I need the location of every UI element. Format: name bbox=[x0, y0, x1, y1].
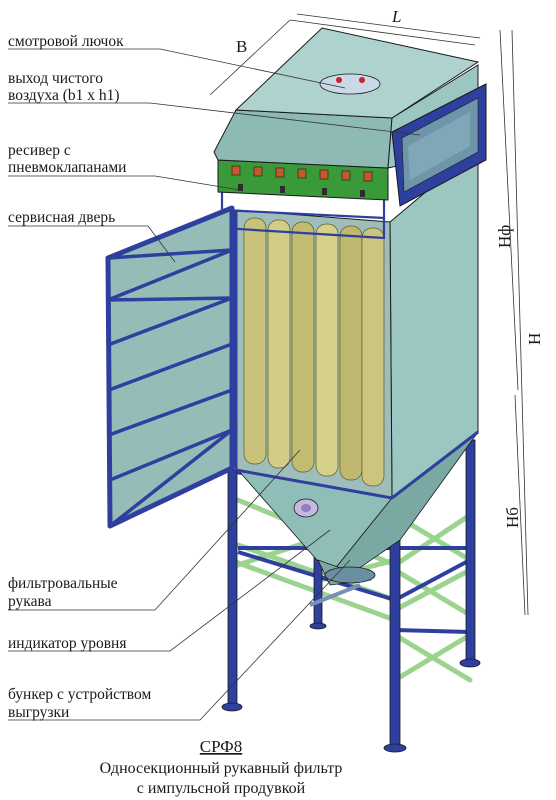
label-receiver-1: ресивер с bbox=[8, 142, 71, 159]
label-clean-air-outlet-2: воздуха (b1 x h1) bbox=[8, 87, 120, 104]
filter-housing bbox=[213, 27, 487, 500]
leg-back-right bbox=[465, 439, 476, 663]
caption-line-2: с импульсной продувкой bbox=[137, 780, 306, 797]
label-filter-bags-2: рукава bbox=[8, 593, 52, 610]
dimension-lines bbox=[209, 13, 529, 616]
leader-lines bbox=[8, 48, 421, 721]
dim-hf: Нф bbox=[495, 225, 514, 248]
label-receiver-2: пневмоклапанами bbox=[8, 159, 126, 176]
label-filter-bags-1: фильтровальные bbox=[8, 575, 118, 592]
label-service-door: сервисная дверь bbox=[8, 209, 115, 226]
label-sight-hatch: смотровой лючок bbox=[8, 33, 124, 50]
label-clean-air-outlet-1: выход чистого bbox=[8, 70, 103, 87]
hopper bbox=[236, 431, 479, 607]
dim-b: B bbox=[236, 37, 247, 56]
callout-labels: смотровой лючок выход чистого воздуха (b… bbox=[8, 33, 151, 721]
hopper-outlet bbox=[324, 566, 376, 584]
service-door bbox=[105, 205, 235, 529]
caption-line-1: Односекционный рукавный фильтр bbox=[100, 760, 343, 777]
caption-model: СРФ8 bbox=[200, 737, 242, 756]
pneumatic-valves bbox=[231, 165, 373, 182]
housing-hood bbox=[213, 109, 393, 169]
leg-front-left bbox=[227, 469, 238, 706]
sight-hatch bbox=[319, 73, 381, 95]
dim-l: L bbox=[391, 7, 401, 26]
label-hopper-1: бункер с устройством bbox=[8, 686, 151, 703]
housing-roof bbox=[234, 27, 480, 119]
label-hopper-2: выгрузки bbox=[8, 704, 69, 721]
dim-h: Н bbox=[525, 333, 544, 345]
filter-bags bbox=[243, 217, 385, 487]
caption: СРФ8 Односекционный рукавный фильтр с им… bbox=[100, 737, 343, 797]
label-level-indicator: индикатор уровня bbox=[8, 635, 126, 652]
dim-hb: Нб bbox=[503, 507, 522, 528]
